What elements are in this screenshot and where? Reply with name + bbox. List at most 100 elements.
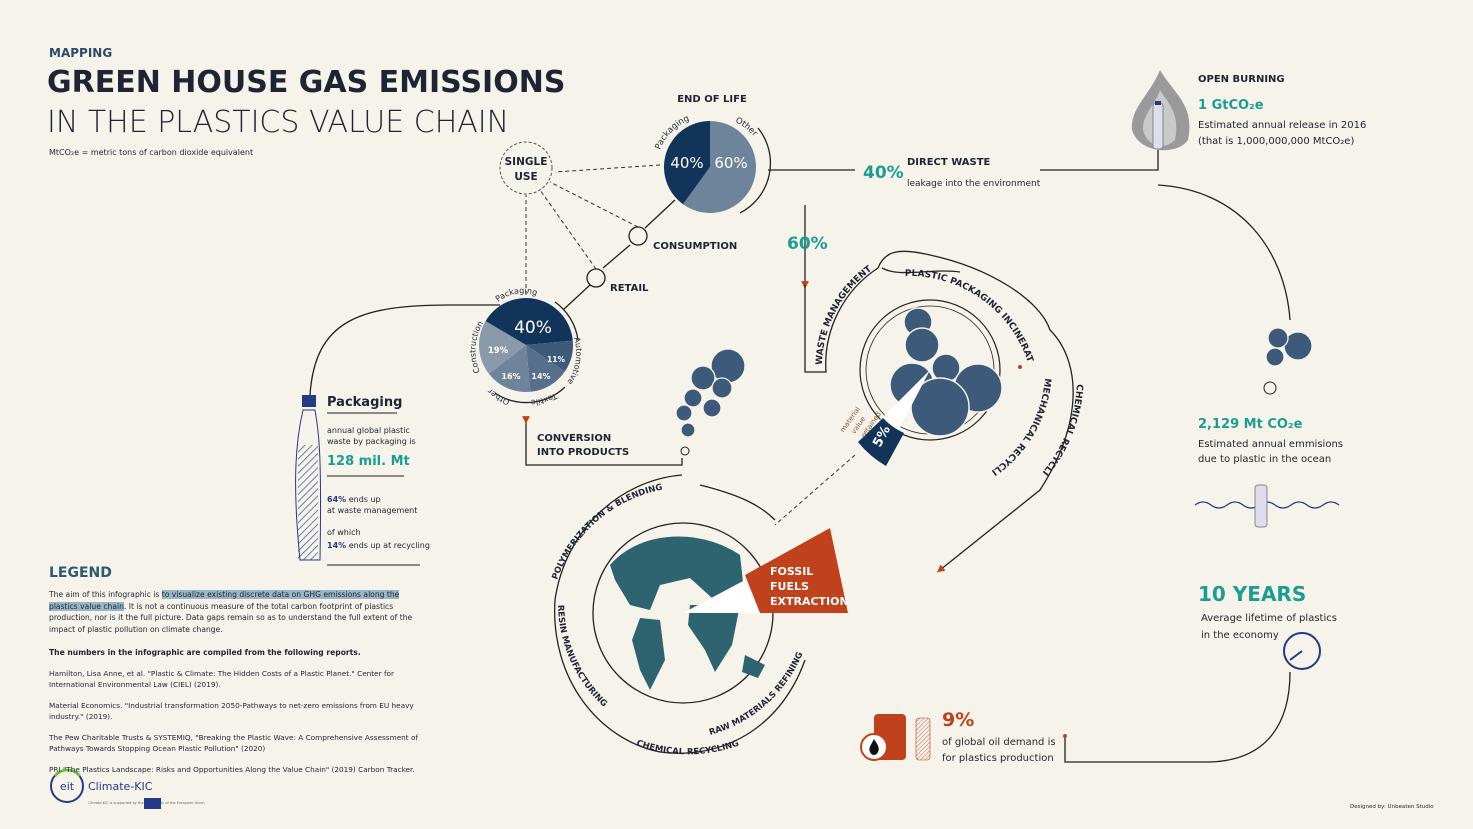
eol-arc xyxy=(739,127,772,214)
single-use-label: USE xyxy=(514,171,537,183)
svg-text:Other: Other xyxy=(485,386,510,406)
product-label-other: Other xyxy=(485,386,510,406)
ocean-desc: Estimated annual emmisions xyxy=(1198,439,1343,450)
sources-title: The numbers in the infographic are compi… xyxy=(49,648,361,657)
product-slice-construction xyxy=(479,321,526,374)
product-pct-packaging: 40% xyxy=(514,318,552,338)
product-slice-textiles xyxy=(526,345,565,392)
single-use-dash xyxy=(554,164,661,173)
retail-connector xyxy=(562,284,591,311)
stat-pct: 14% xyxy=(327,541,346,550)
conversion-label: INTO PRODUCTS xyxy=(537,447,629,458)
single-use-node xyxy=(499,141,553,195)
logo-name: Climate-KIC xyxy=(88,780,153,793)
svg-text:CHEMICAL RECYCLING: CHEMICAL RECYCLING xyxy=(635,738,740,757)
single-use-dash xyxy=(549,181,639,228)
open-burning-desc: (that is 1,000,000,000 MtCO₂e) xyxy=(1198,136,1354,147)
stat-text: ends up xyxy=(346,495,380,504)
svg-text:14% ends up at recycling: 14% ends up at recycling xyxy=(327,541,430,550)
source-item: Material Economics. "Industrial transfor… xyxy=(49,700,414,722)
packaging-connector xyxy=(309,304,500,396)
waste-management-label: WASTE MANAGEMENT xyxy=(815,264,875,365)
open-burning-desc: Estimated annual release in 2016 xyxy=(1198,120,1366,131)
conversion-connector xyxy=(522,416,683,466)
stat-text: ends up at recycling xyxy=(346,541,430,550)
stat-text: at waste management xyxy=(327,506,417,515)
oil-desc: for plastics production xyxy=(942,753,1054,764)
svg-text:WASTE MANAGEMENT: WASTE MANAGEMENT xyxy=(815,264,875,365)
product-pct-construction: 19% xyxy=(488,346,509,356)
fossil-label: EXTRACTION xyxy=(770,595,849,608)
lifetime-value: 10 YEARS xyxy=(1198,582,1306,606)
production-loop xyxy=(699,484,776,521)
open-burning-value: 1 GtCO₂e xyxy=(1198,98,1264,113)
world-map-icon xyxy=(610,536,765,690)
eu-flag-icon xyxy=(144,798,161,809)
single-use-dash xyxy=(539,189,597,270)
open-burning-connector xyxy=(1040,150,1291,321)
fossil-label: FUELS xyxy=(770,580,809,593)
ocean-value: 2,129 Mt CO₂e xyxy=(1198,417,1303,432)
single-use-label: SINGLE xyxy=(505,156,548,168)
bottle-icon xyxy=(295,395,322,561)
fossil-fuels-wedge xyxy=(745,528,848,613)
eol-connector xyxy=(644,199,676,229)
production-loop xyxy=(554,474,806,754)
product-slice-other xyxy=(488,345,531,393)
svg-text:64% ends up: 64% ends up xyxy=(327,495,381,504)
climate-kic-logo: eit Climate-KIC Climate-KIC is supported… xyxy=(50,768,205,809)
packaging-value: 128 mil. Mt xyxy=(327,454,410,469)
chemical-recycling-2-label: CHEMICAL RECYCLING xyxy=(635,738,740,757)
product-pct-other: 16% xyxy=(501,372,520,381)
eol-pct-packaging: 40% xyxy=(670,154,703,172)
fire-bottle-icon xyxy=(1131,70,1190,151)
direct-waste-pct: 40% xyxy=(863,163,904,183)
legend-title: LEGEND xyxy=(49,565,112,581)
packaging-desc: annual global plastic xyxy=(327,426,410,435)
eol-slice-packaging xyxy=(664,121,710,205)
packaging-title: Packaging xyxy=(327,395,402,410)
consumption-node xyxy=(628,226,648,246)
product-slice-packaging xyxy=(485,298,573,345)
eol-slice-other xyxy=(682,121,756,213)
logo-eit: eit xyxy=(60,780,75,793)
lifetime-desc: in the economy xyxy=(1201,630,1279,641)
legend-intro: The aim of this infographic is to visual… xyxy=(49,589,429,635)
node-dot xyxy=(1063,734,1067,738)
oil-value: 9% xyxy=(942,709,974,731)
packaging-desc: waste by packaging is xyxy=(327,437,416,446)
legend: The aim of this infographic is to visual… xyxy=(49,589,429,784)
intro-text: . It is not a continuous measure of the … xyxy=(49,601,413,634)
bubble-node xyxy=(680,446,690,456)
fossil-label: FOSSIL xyxy=(770,565,813,578)
end-of-life-pie xyxy=(664,121,756,213)
emission-bubbles-icon xyxy=(675,348,746,438)
source-item: The Pew Charitable Trusts & SYSTEMIQ, "B… xyxy=(49,732,419,754)
eol-pct-other: 60% xyxy=(714,154,747,172)
consumption-label: CONSUMPTION xyxy=(653,241,737,252)
direct-waste-desc: leakage into the environment xyxy=(907,179,1041,189)
oil-desc: of global oil demand is xyxy=(942,737,1056,748)
stat-pct: 64% xyxy=(327,495,346,504)
oil-barrel-icon xyxy=(860,714,906,761)
source-item: Hamilton, Lisa Anne, et al. "Plastic & C… xyxy=(49,668,395,690)
waste-loop xyxy=(774,250,1074,573)
title-bold: GREEN HOUSE GAS EMISSIONS xyxy=(47,65,565,100)
product-pct-automotive: 11% xyxy=(547,355,565,364)
lifetime-desc: Average lifetime of plastics xyxy=(1201,613,1337,624)
kicker: MAPPING xyxy=(49,46,112,60)
retail-label: RETAIL xyxy=(610,283,649,294)
retail-node xyxy=(586,268,606,288)
oil-bottle-icon xyxy=(915,717,931,761)
ocean-bubbles-icon xyxy=(1265,327,1313,367)
consumption-connector xyxy=(602,244,631,269)
clock-icon xyxy=(1283,632,1321,670)
globe-wedge xyxy=(683,580,760,613)
product-pct-textiles: 14% xyxy=(531,372,550,381)
source-item: PRI "The Plastics Landscape: Risks and O… xyxy=(49,764,415,774)
intro-text: The aim of this infographic is xyxy=(49,590,162,599)
conversion-label: CONVERSION xyxy=(537,433,611,444)
open-burning-title: OPEN BURNING xyxy=(1198,74,1285,85)
credit: Designed by: Unbeaten Studio xyxy=(1350,804,1434,810)
